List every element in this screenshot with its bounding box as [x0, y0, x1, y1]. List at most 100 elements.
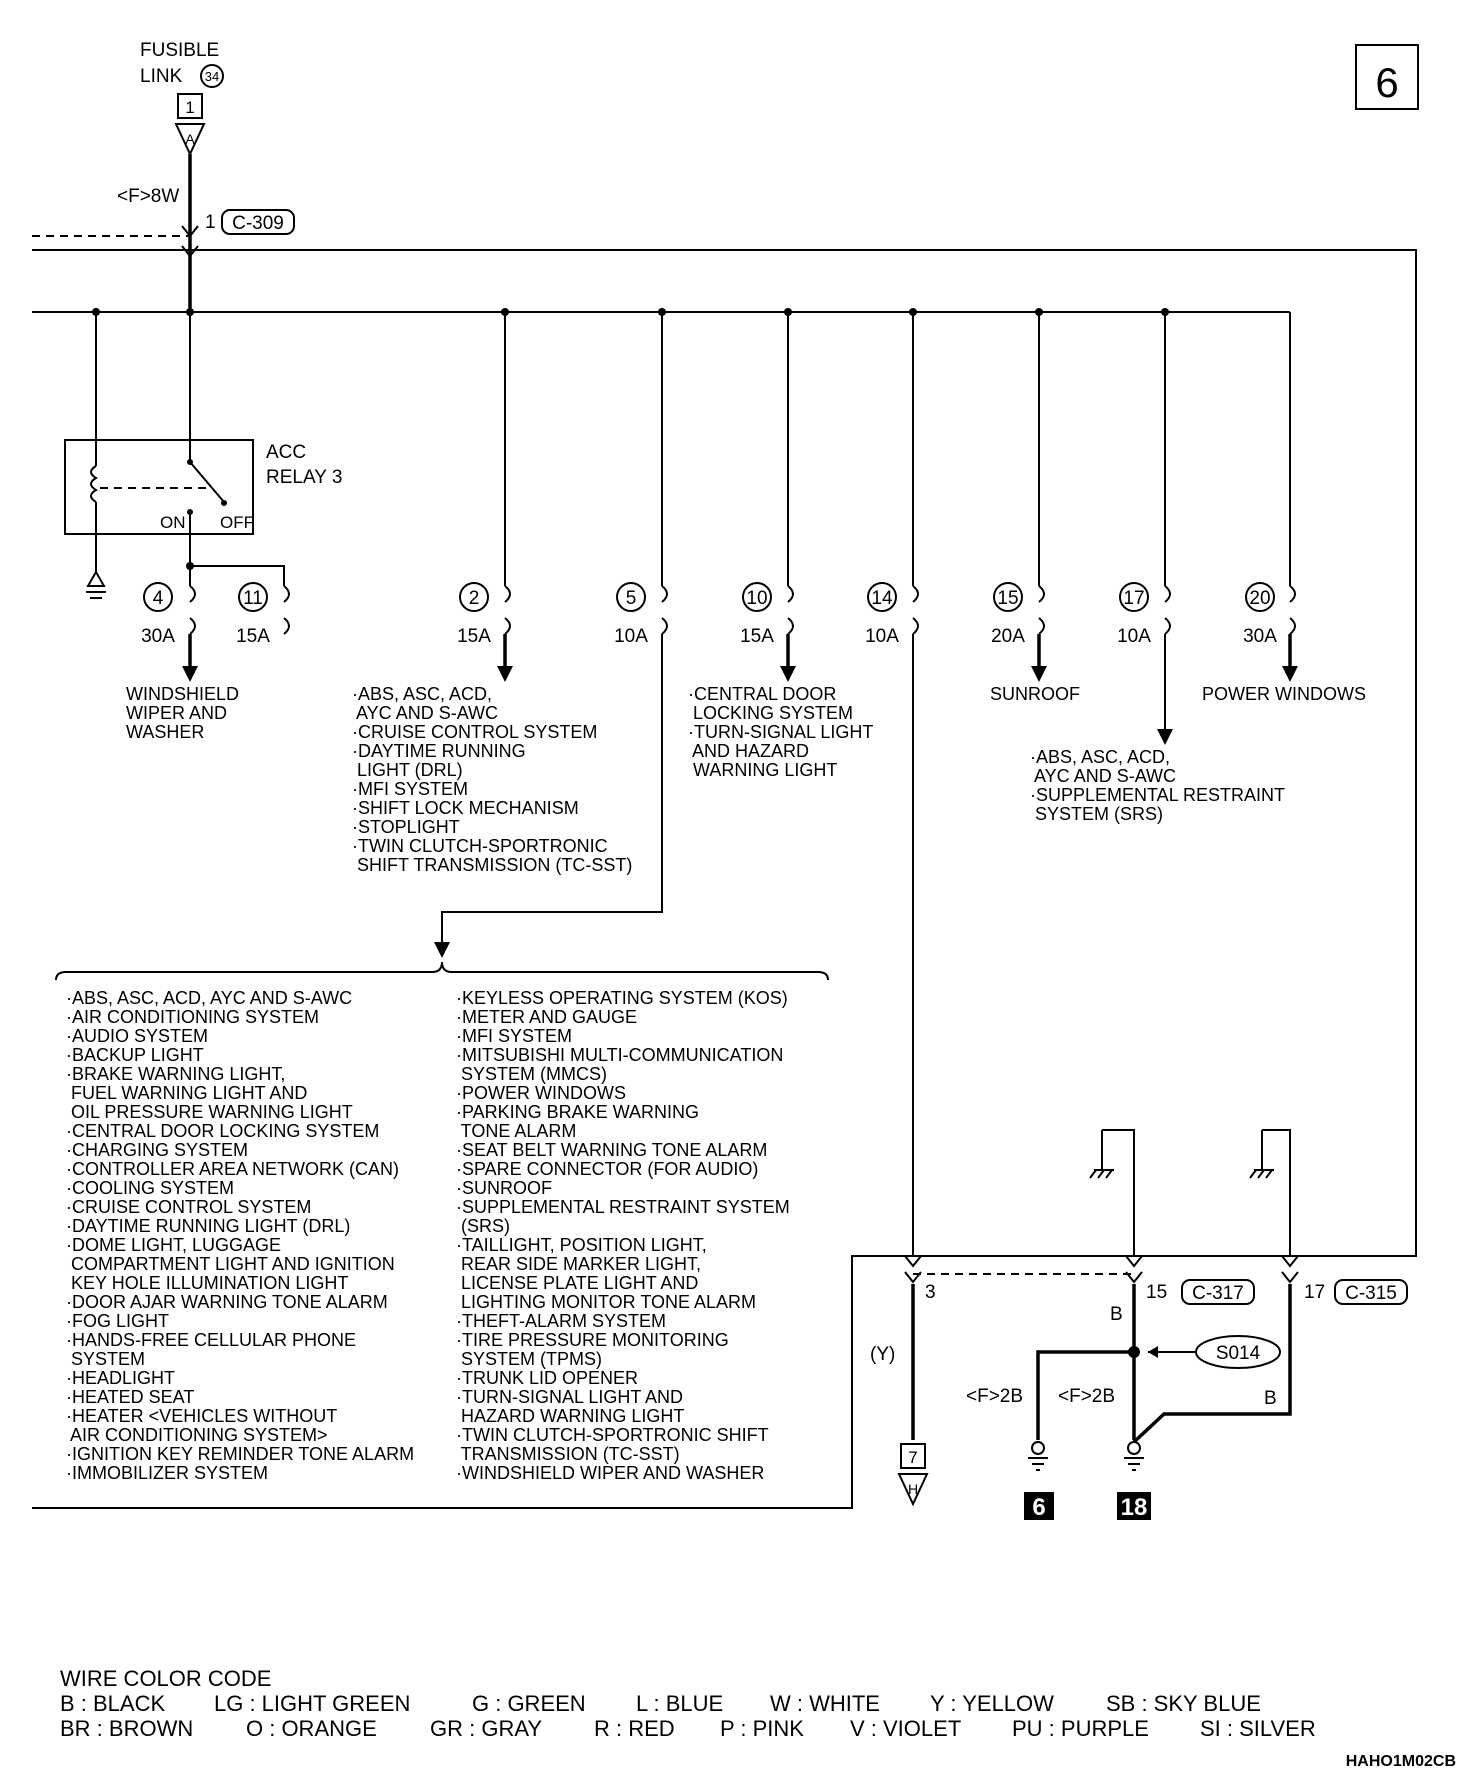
ground-6-box [1024, 1492, 1054, 1520]
connector-3-chevrons [904, 1255, 922, 1284]
svg-text:·AUDIO SYSTEM: ·AUDIO SYSTEM [66, 1026, 208, 1046]
fusible-link-number: 34 [205, 69, 219, 84]
fuse-15: 15 20A [991, 312, 1047, 682]
svg-text:·ABS, ASC, ACD,: ·ABS, ASC, ACD, [352, 684, 492, 704]
splice-branch-wire [1036, 1350, 1134, 1440]
fuse-17: 17 10A [1117, 312, 1173, 745]
relay-ground-triangle [86, 569, 106, 587]
svg-text:·PARKING BRAKE WARNING: ·PARKING BRAKE WARNING [456, 1102, 699, 1122]
fusible-link-pin: 1 [185, 98, 194, 117]
page-number: 6 [1375, 59, 1398, 106]
svg-text:LG : LIGHT GREEN: LG : LIGHT GREEN [214, 1691, 410, 1716]
svg-text:·SEAT BELT WARNING TONE ALARM: ·SEAT BELT WARNING TONE ALARM [456, 1140, 767, 1160]
svg-text:R : RED: R : RED [594, 1716, 675, 1741]
svg-text:KEY HOLE ILLUMINATION LIGHT: KEY HOLE ILLUMINATION LIGHT [66, 1273, 348, 1293]
svg-text:·CENTRAL DOOR LOCKING SYSTEM: ·CENTRAL DOOR LOCKING SYSTEM [66, 1121, 379, 1141]
svg-text:WIPER AND: WIPER AND [126, 703, 227, 723]
svg-text:·CHARGING SYSTEM: ·CHARGING SYSTEM [66, 1140, 248, 1160]
svg-text:AIR CONDITIONING SYSTEM>: AIR CONDITIONING SYSTEM> [66, 1425, 328, 1445]
svg-text:OIL PRESSURE WARNING LIGHT: OIL PRESSURE WARNING LIGHT [66, 1102, 353, 1122]
svg-text:·HEATED SEAT: ·HEATED SEAT [66, 1387, 194, 1407]
fuse-2: 2 15A [457, 312, 513, 682]
connector-c315-pin: 17 [1304, 1282, 1325, 1303]
svg-text:·CRUISE CONTROL SYSTEM: ·CRUISE CONTROL SYSTEM [352, 722, 597, 742]
ground-18-icon [1124, 1441, 1144, 1471]
svg-text:·CRUISE CONTROL SYSTEM: ·CRUISE CONTROL SYSTEM [66, 1197, 311, 1217]
offpage-connector-h [897, 1473, 929, 1507]
svg-text:(SRS): (SRS) [456, 1216, 510, 1236]
relay-ground-icon [86, 591, 106, 599]
fuse-20: 20 30A [1243, 312, 1298, 682]
svg-text:4: 4 [153, 588, 164, 609]
svg-text:·AIR CONDITIONING SYSTEM: ·AIR CONDITIONING SYSTEM [66, 1007, 319, 1027]
svg-text:V : VIOLET: V : VIOLET [850, 1716, 961, 1741]
svg-text:·BACKUP LIGHT: ·BACKUP LIGHT [66, 1045, 204, 1065]
splice-tag [1195, 1335, 1281, 1369]
svg-text:·CENTRAL DOOR: ·CENTRAL DOOR [688, 684, 836, 704]
offpage-connector-a-label: A [185, 131, 195, 147]
fuse-4: 4 30A [141, 582, 198, 682]
wire-black-2 [1132, 1284, 1292, 1444]
svg-text:AYC AND S-AWC: AYC AND S-AWC [352, 703, 498, 723]
fuse-5: 5 10A [434, 312, 668, 958]
svg-text:·DAYTIME RUNNING LIGHT (DRL): ·DAYTIME RUNNING LIGHT (DRL) [66, 1216, 350, 1236]
ground-wire-2-label: <F>2B [1058, 1386, 1115, 1407]
svg-text:TRANSMISSION (TC-SST): TRANSMISSION (TC-SST) [456, 1444, 680, 1464]
ground-stub-2-icon [1249, 1169, 1274, 1179]
wire-yellow-label: (Y) [870, 1344, 895, 1365]
svg-text:SHIFT TRANSMISSION (TC-SST): SHIFT TRANSMISSION (TC-SST) [352, 855, 632, 875]
svg-text:·KEYLESS OPERATING SYSTEM (KOS: ·KEYLESS OPERATING SYSTEM (KOS) [456, 988, 788, 1008]
svg-text:10A: 10A [865, 626, 899, 647]
svg-text:·POWER WINDOWS: ·POWER WINDOWS [456, 1083, 626, 1103]
svg-text:20: 20 [1249, 588, 1270, 609]
svg-text:WARNING LIGHT: WARNING LIGHT [688, 760, 837, 780]
wire-color-code-title: WIRE COLOR CODE [60, 1666, 271, 1691]
ground-stub-1 [1102, 1129, 1135, 1256]
svg-text:·HEATER <VEHICLES WITHOUT: ·HEATER <VEHICLES WITHOUT [66, 1406, 337, 1426]
svg-text:·IGNITION KEY REMINDER TONE AL: ·IGNITION KEY REMINDER TONE ALARM [66, 1444, 414, 1464]
svg-text:Y : YELLOW: Y : YELLOW [930, 1691, 1054, 1716]
svg-text:AND HAZARD: AND HAZARD [688, 741, 809, 761]
fuse-10: 10 15A [740, 312, 796, 682]
svg-text:·SUNROOF: ·SUNROOF [456, 1178, 552, 1198]
svg-text:G : GREEN: G : GREEN [472, 1691, 586, 1716]
svg-text:W : WHITE: W : WHITE [770, 1691, 880, 1716]
svg-text:·SPARE CONNECTOR (FOR AUDIO): ·SPARE CONNECTOR (FOR AUDIO) [456, 1159, 758, 1179]
svg-text:15A: 15A [740, 626, 774, 647]
svg-text:LOCKING SYSTEM: LOCKING SYSTEM [688, 703, 853, 723]
relay-on-label: ON [160, 513, 186, 532]
svg-text:FUEL WARNING LIGHT AND: FUEL WARNING LIGHT AND [66, 1083, 307, 1103]
svg-text:·METER AND GAUGE: ·METER AND GAUGE [456, 1007, 637, 1027]
svg-text:·STOPLIGHT: ·STOPLIGHT [352, 817, 460, 837]
source-connector-pin: 1 [205, 212, 216, 233]
svg-text:·FOG LIGHT: ·FOG LIGHT [66, 1311, 169, 1331]
svg-text:·HANDS-FREE CELLULAR PHONE: ·HANDS-FREE CELLULAR PHONE [66, 1330, 356, 1350]
svg-text:·COOLING SYSTEM: ·COOLING SYSTEM [66, 1178, 234, 1198]
svg-text:·TWIN CLUTCH-SPORTRONIC SHIFT: ·TWIN CLUTCH-SPORTRONIC SHIFT [456, 1425, 769, 1445]
svg-text:30A: 30A [1243, 626, 1277, 647]
svg-text:20A: 20A [991, 626, 1025, 647]
svg-text:SYSTEM: SYSTEM [66, 1349, 145, 1369]
svg-text:L : BLUE: L : BLUE [636, 1691, 723, 1716]
offpage-connector-a [174, 123, 206, 157]
svg-text:SYSTEM (MMCS): SYSTEM (MMCS) [456, 1064, 607, 1084]
fusible-link-number-circle [200, 64, 224, 88]
source-connector-id-box [221, 209, 295, 235]
svg-text:P : PINK: P : PINK [720, 1716, 804, 1741]
svg-text:14: 14 [871, 588, 893, 609]
document-code: HAHO1M02CB [1346, 1753, 1456, 1770]
svg-text:·TURN-SIGNAL LIGHT AND: ·TURN-SIGNAL LIGHT AND [456, 1387, 683, 1407]
svg-text:·MITSUBISHI MULTI-COMMUNICATIO: ·MITSUBISHI MULTI-COMMUNICATION [456, 1045, 783, 1065]
svg-text:·IMMOBILIZER SYSTEM: ·IMMOBILIZER SYSTEM [66, 1463, 268, 1483]
fuse-14: 14 10A [865, 312, 919, 1256]
svg-text:·MFI SYSTEM: ·MFI SYSTEM [456, 1026, 572, 1046]
svg-text:TONE ALARM: TONE ALARM [456, 1121, 576, 1141]
acc-relay-box [64, 439, 254, 535]
svg-text:WASHER: WASHER [126, 722, 204, 742]
page-number-box [1355, 44, 1419, 110]
ground-stub-1-icon [1089, 1169, 1114, 1179]
svg-text:LICENSE PLATE LIGHT AND: LICENSE PLATE LIGHT AND [456, 1273, 698, 1293]
relay-off-label: OFF [220, 513, 254, 532]
ground-stub-2 [1262, 1129, 1291, 1256]
svg-text:·TWIN CLUTCH-SPORTRONIC: ·TWIN CLUTCH-SPORTRONIC [352, 836, 608, 856]
